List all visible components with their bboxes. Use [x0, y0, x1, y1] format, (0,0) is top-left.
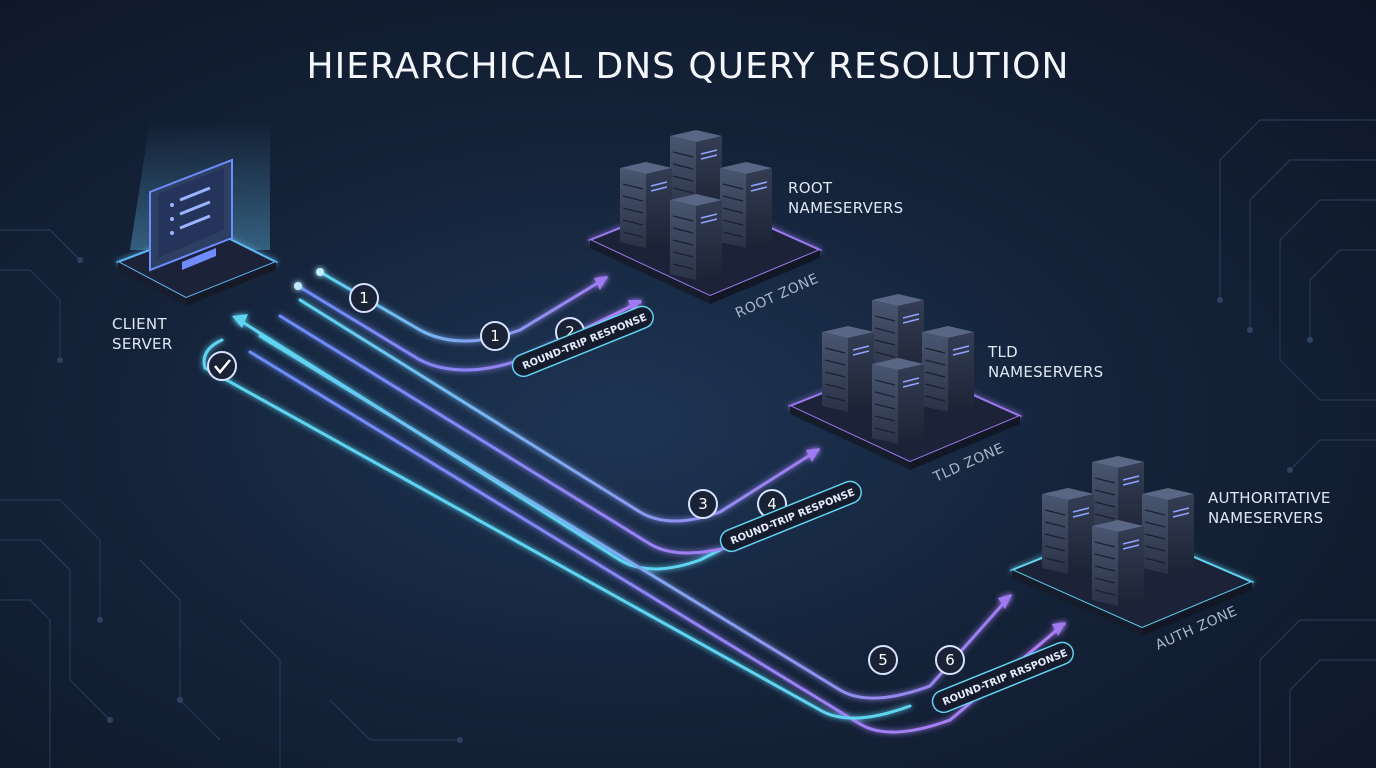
step-1a-number: 1 [359, 289, 369, 307]
client-server-label: CLIENT SERVER [112, 314, 173, 354]
step-marker-6: 6 [935, 645, 965, 675]
page-title: HIERARCHICAL DNS QUERY RESOLUTION [306, 46, 1070, 87]
client-label-line1: CLIENT [112, 315, 167, 333]
round-trip-pill-root: ROUND-TRIP RESPONSE [511, 305, 654, 378]
tld-label-line2: NAMESERVERS [988, 363, 1104, 381]
step-marker-5: 5 [868, 645, 898, 675]
tld-nameservers-label: TLD NAMESERVERS [988, 342, 1104, 382]
step-3-number: 3 [698, 495, 708, 513]
query-path-tld [298, 298, 820, 523]
return-path-client [234, 316, 822, 571]
success-check-icon [207, 351, 237, 381]
step-marker-1a: 1 [349, 283, 379, 313]
query-path-auth [258, 334, 1012, 700]
round-trip-label-tld: ROUND-TRIP RESPONSE [729, 487, 856, 547]
tld-label-line1: TLD [988, 343, 1018, 361]
step-marker-3: 3 [688, 489, 718, 519]
line-endpoints [294, 268, 324, 290]
client-label-line2: SERVER [112, 335, 173, 353]
root-nameservers-label: ROOT NAMESERVERS [788, 178, 904, 218]
root-label-line2: NAMESERVERS [788, 199, 904, 217]
step-1b-number: 1 [490, 327, 500, 345]
final-answer-path [202, 338, 912, 720]
circuit-background [0, 119, 1376, 768]
round-trip-label-root: ROUND-TRIP RESPONSE [521, 312, 648, 372]
auth-label-line2: NAMESERVERS [1208, 509, 1324, 527]
round-trip-pill-tld: ROUND-TRIP RESPONSE [719, 480, 862, 553]
arrowheads [232, 276, 1066, 636]
step-5-number: 5 [878, 651, 888, 669]
query-path-root [318, 270, 608, 343]
step-4-number: 4 [767, 495, 777, 513]
root-label-line1: ROOT [788, 179, 833, 197]
client-server-icon [115, 120, 279, 306]
auth-nameservers-label: AUTHORITATIVE NAMESERVERS [1208, 488, 1331, 528]
response-path-auth [248, 350, 1066, 734]
auth-label-line1: AUTHORITATIVE [1208, 489, 1331, 507]
step-6-number: 6 [945, 651, 955, 669]
step-marker-1b: 1 [480, 321, 510, 351]
step-2-number: 2 [565, 323, 575, 341]
